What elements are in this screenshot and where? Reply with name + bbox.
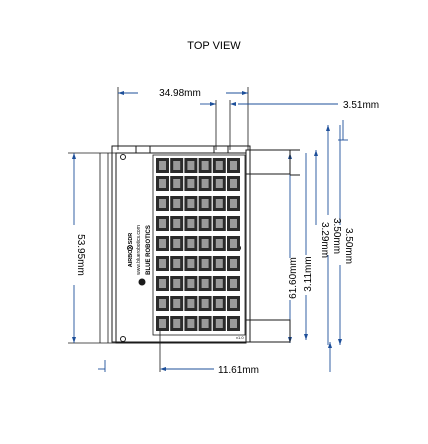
dim-r1-label: 61.60mm	[288, 257, 299, 299]
socket-pad	[215, 279, 223, 288]
socket-pad	[230, 299, 237, 308]
dim-r2-label: 3.11mm	[303, 256, 314, 291]
dim-width-top	[117, 87, 249, 150]
socket-pad	[187, 161, 195, 170]
socket-pad	[173, 279, 181, 288]
socket-pad	[215, 319, 223, 328]
socket-grid	[152, 154, 246, 336]
socket-pad	[201, 239, 209, 248]
socket-pad	[215, 299, 223, 308]
socket-pad	[230, 199, 237, 208]
silk-product: AIRBOX SDR	[128, 233, 134, 268]
socket-pad	[187, 219, 195, 228]
socket-pad	[215, 259, 223, 268]
dim-right-stack	[288, 125, 342, 345]
socket-pad	[215, 239, 223, 248]
socket-pad	[187, 239, 195, 248]
socket-pad	[215, 219, 223, 228]
socket-pad	[230, 219, 237, 228]
socket-pad	[230, 179, 237, 188]
socket-pad	[201, 279, 209, 288]
socket-pad	[159, 259, 166, 268]
dim-r3-label: 3.29mm	[319, 222, 330, 258]
socket-pad	[230, 279, 237, 288]
socket-pad	[201, 179, 209, 188]
socket-pad	[173, 259, 181, 268]
socket-frame	[152, 154, 246, 336]
socket-pad	[159, 239, 166, 248]
diagram-title: TOP VIEW	[187, 40, 241, 52]
socket-pad	[159, 319, 166, 328]
dim-r4-label: 3.50mm	[331, 218, 342, 254]
socket-pad	[173, 179, 181, 188]
socket-pad	[173, 239, 181, 248]
socket-pad	[230, 319, 237, 328]
socket-pad	[201, 319, 209, 328]
socket-pad	[159, 179, 166, 188]
socket-pad	[187, 179, 195, 188]
socket-pad	[201, 219, 209, 228]
socket-pad	[230, 259, 237, 268]
socket-pad	[159, 299, 166, 308]
socket-pad	[173, 299, 181, 308]
socket-pad	[230, 161, 237, 170]
dim-bottom-offset-label: 11.61mm	[218, 365, 259, 376]
socket-pad	[173, 219, 181, 228]
socket-pad	[159, 199, 166, 208]
board-outline	[111, 145, 300, 344]
dim-offset-top-right-label: 3.51mm	[343, 100, 379, 111]
socket-pad	[187, 259, 195, 268]
socket-pad	[201, 259, 209, 268]
socket-pad	[173, 199, 181, 208]
dim-height-left	[68, 152, 116, 344]
socket-pad	[201, 161, 209, 170]
socket-pad	[230, 239, 237, 248]
socket-pad	[215, 161, 223, 170]
silk-version: v1.0	[236, 335, 244, 340]
socket-pad	[201, 199, 209, 208]
socket-pad	[187, 299, 195, 308]
silk-url: www.bluerobotics.com	[136, 225, 142, 275]
socket-pad	[159, 219, 166, 228]
socket-pad	[215, 199, 223, 208]
socket-pad	[215, 179, 223, 188]
logo-icon	[138, 278, 146, 286]
socket-pad	[187, 319, 195, 328]
dim-width-top-label: 34.98mm	[159, 88, 201, 99]
dim-height-left-label: 53.95mm	[75, 234, 86, 276]
socket-pad	[173, 161, 181, 170]
socket-pad	[201, 299, 209, 308]
dim-offset-top-right	[200, 100, 348, 150]
socket-pad	[187, 279, 195, 288]
socket-pad	[187, 199, 195, 208]
dim-r5-label: 3.50mm	[343, 228, 354, 264]
socket-pad	[173, 319, 181, 328]
socket-pad	[159, 279, 166, 288]
socket-pad	[159, 161, 166, 170]
silk-company: BLUE ROBOTICS	[146, 225, 152, 275]
